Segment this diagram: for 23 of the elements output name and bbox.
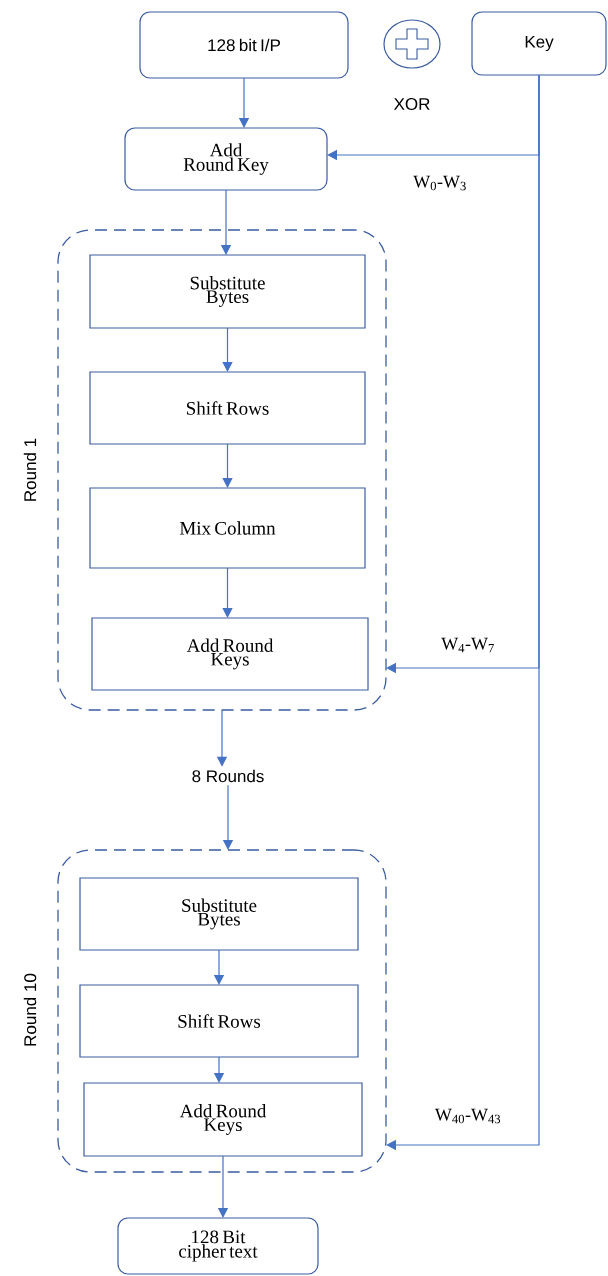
arrow [222,327,233,372]
rounded-box: Add Round Key [124,127,328,191]
process-box: Substitute Bytes [79,877,359,951]
process-box: Mix Column [89,487,366,569]
edge-label: W$_{40}$-W$_{43}$ [433,1107,503,1125]
rounded-box: 128 Bit cipher text [117,1217,319,1275]
process-box: Add Round Keys [91,617,369,691]
symbol-caption: XOR [393,98,430,111]
process-box: Add Round Keys [83,1082,363,1157]
rounded-box: Key [471,11,607,76]
xor-symbol [383,19,441,69]
process-box: Substitute Bytes [89,254,366,329]
edge-label: W$_{0}$-W$_{3}$ [412,174,468,192]
process-box: Shift Rows [89,371,366,445]
node-label: Round 1 [23,438,37,501]
arrow [222,567,233,618]
rounded-box: 128 bit I/P [139,11,349,79]
round-count-text: 8 Rounds [192,769,264,783]
node-label: Round 10 [23,973,37,1046]
edge-label: W$_{4}$-W$_{7}$ [440,636,496,654]
process-box: Shift Rows [79,984,359,1058]
arrow [222,443,233,488]
arrow [386,74,540,1151]
